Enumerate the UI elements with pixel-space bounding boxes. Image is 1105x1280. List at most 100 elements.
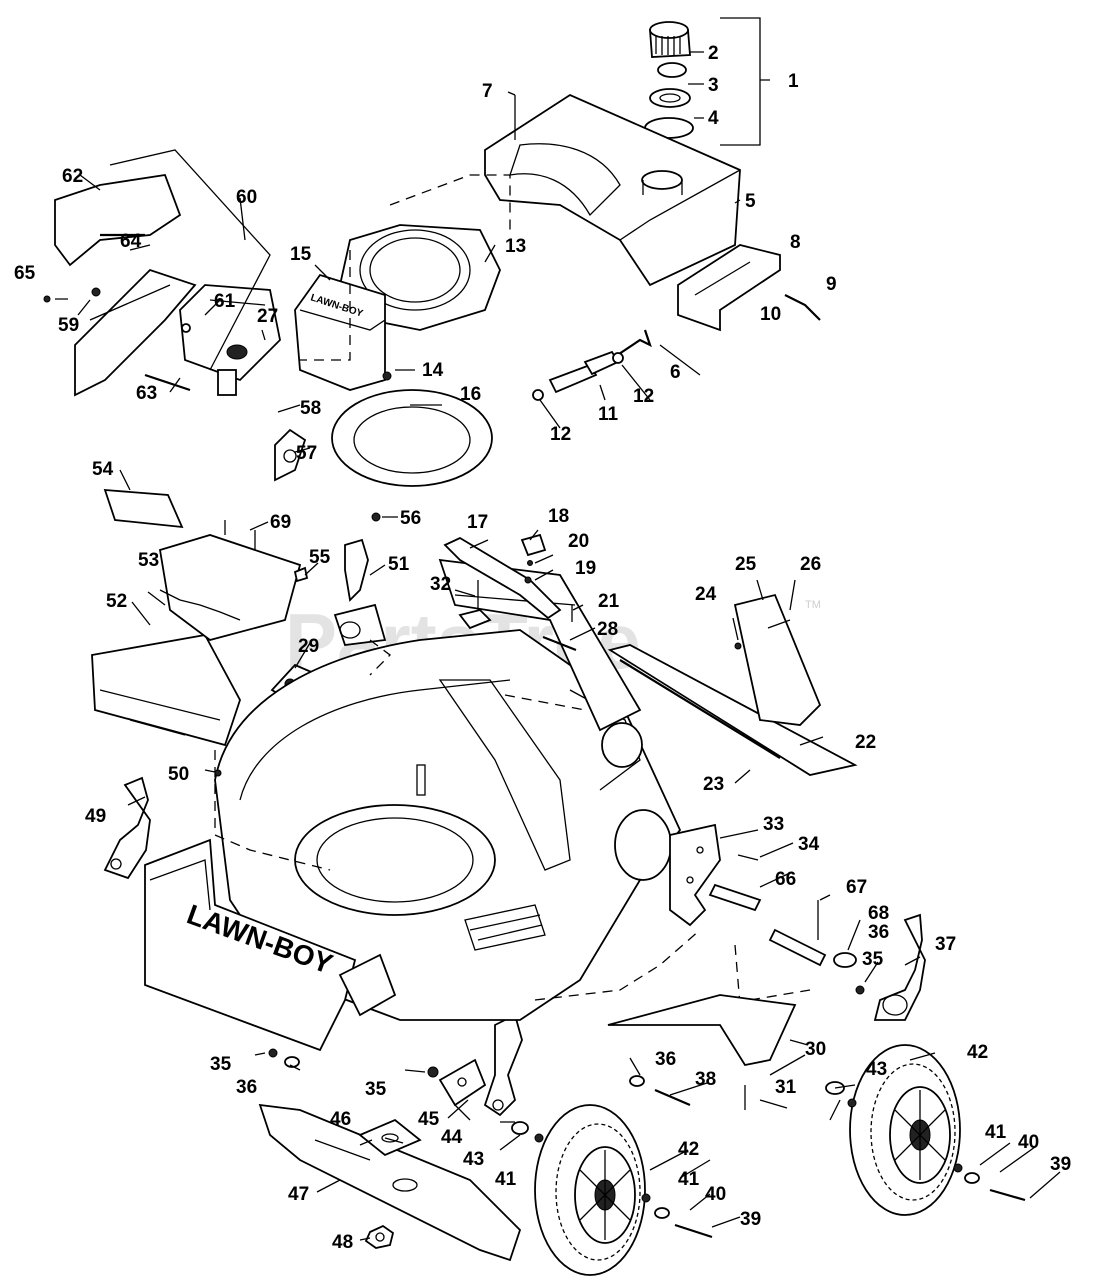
callout-48: 48 xyxy=(332,1232,353,1253)
handle-mount-part xyxy=(438,558,642,732)
baffle-16 xyxy=(331,389,493,487)
callout-13: 13 xyxy=(505,236,526,257)
cap-18 xyxy=(520,533,547,557)
callout-36a: 36 xyxy=(236,1077,257,1098)
height-adjuster-49 xyxy=(103,776,151,880)
screw-34 xyxy=(737,854,759,861)
height-adjuster-51 xyxy=(333,538,387,646)
blade-adapter-46 xyxy=(358,1118,422,1157)
callout-1: 1 xyxy=(788,71,799,92)
callout-39a: 39 xyxy=(740,1209,761,1230)
callout-30: 30 xyxy=(805,1039,826,1060)
callout-49: 49 xyxy=(85,806,106,827)
callout-36c: 36 xyxy=(868,922,889,943)
callout-12b: 12 xyxy=(550,424,571,445)
bracket-45 xyxy=(438,1058,487,1107)
clip-55 xyxy=(293,566,309,583)
callout-16: 16 xyxy=(460,384,481,405)
callout-4: 4 xyxy=(708,108,719,129)
callout-7: 7 xyxy=(482,81,493,102)
callout-35b: 35 xyxy=(365,1079,387,1100)
muffler-gasket-57 xyxy=(274,428,307,482)
clip-61 xyxy=(181,323,191,333)
callout-31: 31 xyxy=(775,1077,797,1098)
bushing-41a xyxy=(534,1133,544,1143)
height-adjuster-37 xyxy=(873,913,926,1021)
clamp-12a xyxy=(532,389,544,401)
bolt-39a xyxy=(674,1223,713,1239)
callout-44: 44 xyxy=(441,1127,463,1148)
callout-2: 2 xyxy=(708,43,719,64)
callout-25: 25 xyxy=(735,554,757,575)
washer-19 xyxy=(524,576,532,584)
callout-27: 27 xyxy=(257,306,278,327)
rod-23 xyxy=(619,659,781,759)
callout-29: 29 xyxy=(298,636,319,657)
callout-15: 15 xyxy=(290,244,312,265)
mower-deck-part xyxy=(214,629,682,1021)
callout-41c: 41 xyxy=(985,1122,1007,1143)
callout-65: 65 xyxy=(14,263,36,284)
washer-36b xyxy=(284,1056,300,1068)
callout-64: 64 xyxy=(120,231,142,252)
callout-45: 45 xyxy=(418,1109,440,1130)
callout-38: 38 xyxy=(695,1069,716,1090)
callout-34: 34 xyxy=(798,834,820,855)
blade-nut-48 xyxy=(364,1224,395,1249)
fuel-tank-part xyxy=(484,93,741,287)
rear-flap-part xyxy=(158,534,302,641)
callout-53: 53 xyxy=(138,550,159,571)
shroud-part: LAWN-BOY xyxy=(294,273,386,391)
callout-59: 59 xyxy=(58,315,79,336)
callout-17: 17 xyxy=(467,512,488,533)
skirt-30 xyxy=(607,994,797,1067)
nut-35c xyxy=(855,985,865,995)
height-adjuster-44 xyxy=(483,1013,523,1117)
valve-6 xyxy=(609,329,652,361)
callout-41a: 41 xyxy=(495,1169,517,1190)
callout-40a: 40 xyxy=(705,1184,726,1205)
callout-63: 63 xyxy=(136,383,157,404)
label-54 xyxy=(103,488,184,529)
callout-55: 55 xyxy=(309,547,331,568)
nut-35a xyxy=(268,1048,278,1058)
callout-47: 47 xyxy=(288,1184,309,1205)
cap-seal-part xyxy=(657,62,687,78)
callout-12a: 12 xyxy=(633,386,654,407)
ball-20 xyxy=(527,560,533,566)
callout-18: 18 xyxy=(548,506,569,527)
blade-47 xyxy=(258,1103,522,1262)
bolt-39b xyxy=(989,1188,1026,1202)
callout-56: 56 xyxy=(400,508,421,529)
callout-23: 23 xyxy=(703,774,724,795)
screw-56 xyxy=(371,512,381,522)
spring-9 xyxy=(784,294,821,321)
block-32 xyxy=(458,609,492,630)
washer-40a xyxy=(654,1207,670,1219)
callout-37: 37 xyxy=(935,934,956,955)
callout-51: 51 xyxy=(388,554,410,575)
callout-labels: 1 2 3 4 5 6 7 8 9 10 11 12 12 13 14 15 1… xyxy=(14,43,1071,1253)
washer-68 xyxy=(833,952,857,968)
axle-plate-33 xyxy=(669,823,721,927)
callout-66: 66 xyxy=(775,869,796,890)
callout-22: 22 xyxy=(855,732,876,753)
bushing-41d xyxy=(953,1163,963,1173)
rod-28 xyxy=(542,635,577,652)
callout-69: 69 xyxy=(270,512,291,533)
washer-40b xyxy=(964,1172,980,1184)
callout-14: 14 xyxy=(422,360,444,381)
callout-39b: 39 xyxy=(1050,1154,1071,1175)
callout-24: 24 xyxy=(695,584,717,605)
cap-gasket-part xyxy=(649,88,691,108)
bushing-41c xyxy=(641,1193,651,1203)
grass-deflector-part xyxy=(91,634,241,747)
leader-lines xyxy=(55,51,1061,1241)
clamp-12b xyxy=(612,352,624,364)
callout-35c: 35 xyxy=(862,949,884,970)
baffle-bracket-60 xyxy=(74,268,197,397)
bolt-63 xyxy=(144,373,191,392)
nut-35b xyxy=(427,1066,439,1078)
wheel-42-rear xyxy=(849,1044,961,1216)
